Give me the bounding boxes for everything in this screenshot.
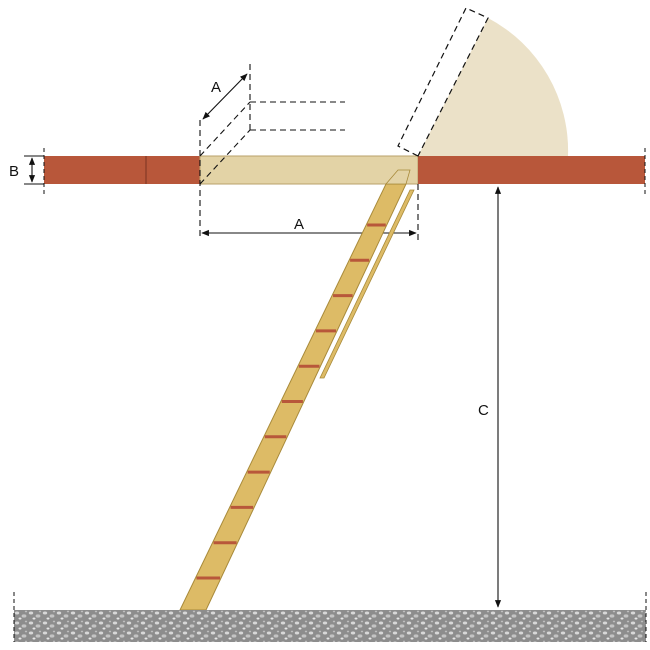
ceiling-left-segment-b (146, 156, 200, 184)
ladder (179, 169, 415, 611)
label-thickness: B (9, 163, 19, 180)
label-width: A (294, 216, 304, 233)
handrail (319, 189, 415, 379)
ladder-top-section (385, 169, 411, 185)
ladder-stile (179, 183, 407, 611)
open-hatch-door (397, 7, 489, 157)
floor-gravel (14, 610, 646, 642)
ceiling-left-segment-a (44, 156, 146, 184)
label-height: C (478, 402, 489, 419)
ceiling-right-segment (418, 156, 645, 184)
dimension-depth-line (202, 73, 248, 120)
door-swing-arc (418, 18, 569, 156)
hatch-frame (199, 155, 419, 185)
label-depth: A (211, 79, 221, 96)
